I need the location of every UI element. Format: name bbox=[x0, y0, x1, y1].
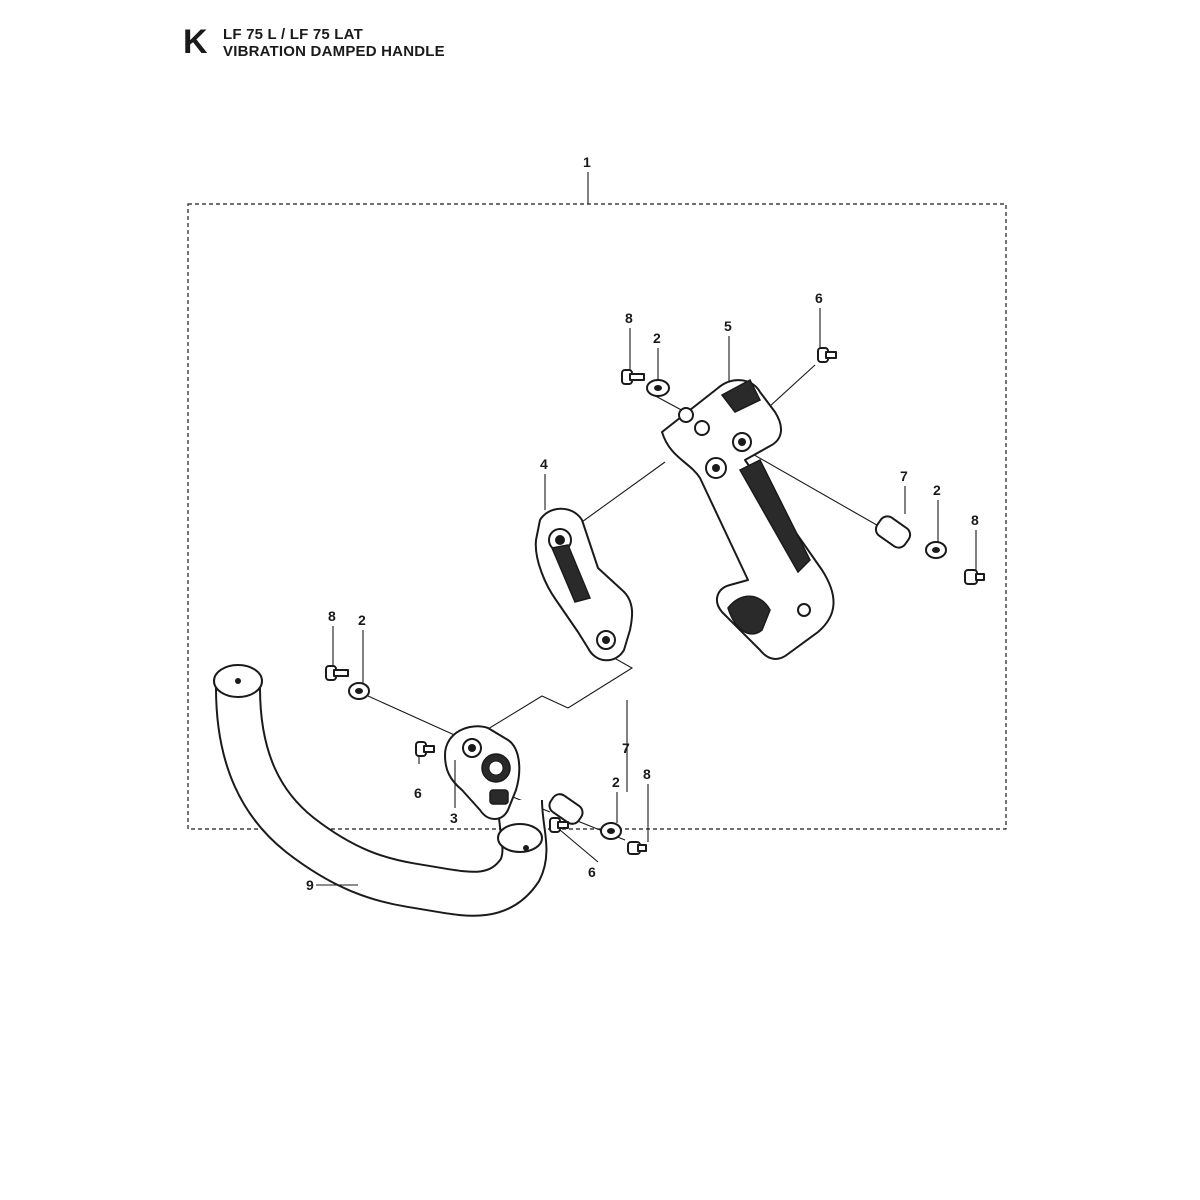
part-6-screw-left bbox=[415, 741, 435, 757]
callout-4: 4 bbox=[540, 456, 548, 472]
part-2-washer-left bbox=[348, 682, 370, 700]
callout-7: 7 bbox=[622, 740, 630, 756]
callout-3: 3 bbox=[450, 810, 458, 826]
callout-6: 6 bbox=[414, 785, 422, 801]
diagram-title: VIBRATION DAMPED HANDLE bbox=[223, 43, 445, 60]
part-6-screw-bottom bbox=[549, 817, 569, 833]
callout-8: 8 bbox=[643, 766, 651, 782]
part-9-handlebar bbox=[213, 664, 548, 917]
callout-7: 7 bbox=[900, 468, 908, 484]
part-8-bolt-bottom bbox=[627, 841, 647, 855]
callout-2: 2 bbox=[358, 612, 366, 628]
callout-1: 1 bbox=[583, 154, 591, 170]
callout-6: 6 bbox=[815, 290, 823, 306]
part-3-lower-bracket bbox=[444, 725, 521, 820]
part-8-bolt-top bbox=[621, 369, 645, 385]
callout-2: 2 bbox=[612, 774, 620, 790]
callout-8: 8 bbox=[971, 512, 979, 528]
callout-5: 5 bbox=[724, 318, 732, 334]
part-7-spacer-lower bbox=[548, 793, 584, 825]
callout-9: 9 bbox=[306, 877, 314, 893]
model-name: LF 75 L / LF 75 LAT bbox=[223, 26, 363, 43]
callout-6: 6 bbox=[588, 864, 596, 880]
section-letter: K bbox=[183, 23, 208, 61]
part-8-bolt-left bbox=[325, 665, 349, 681]
part-2-washer-bottom bbox=[600, 822, 622, 840]
part-2-washer-right bbox=[925, 541, 947, 559]
callout-2: 2 bbox=[653, 330, 661, 346]
part-6-screw-top bbox=[817, 347, 837, 363]
callout-leaders bbox=[332, 308, 977, 863]
part-5-handle-bracket bbox=[661, 378, 835, 660]
callout-8: 8 bbox=[328, 608, 336, 624]
callout-8: 8 bbox=[625, 310, 633, 326]
part-8-bolt-right bbox=[964, 569, 985, 585]
part-7-spacer-right bbox=[874, 515, 912, 549]
part-4-damper-plate bbox=[534, 507, 634, 662]
part-2-washer-top bbox=[646, 379, 670, 397]
callout-2: 2 bbox=[933, 482, 941, 498]
